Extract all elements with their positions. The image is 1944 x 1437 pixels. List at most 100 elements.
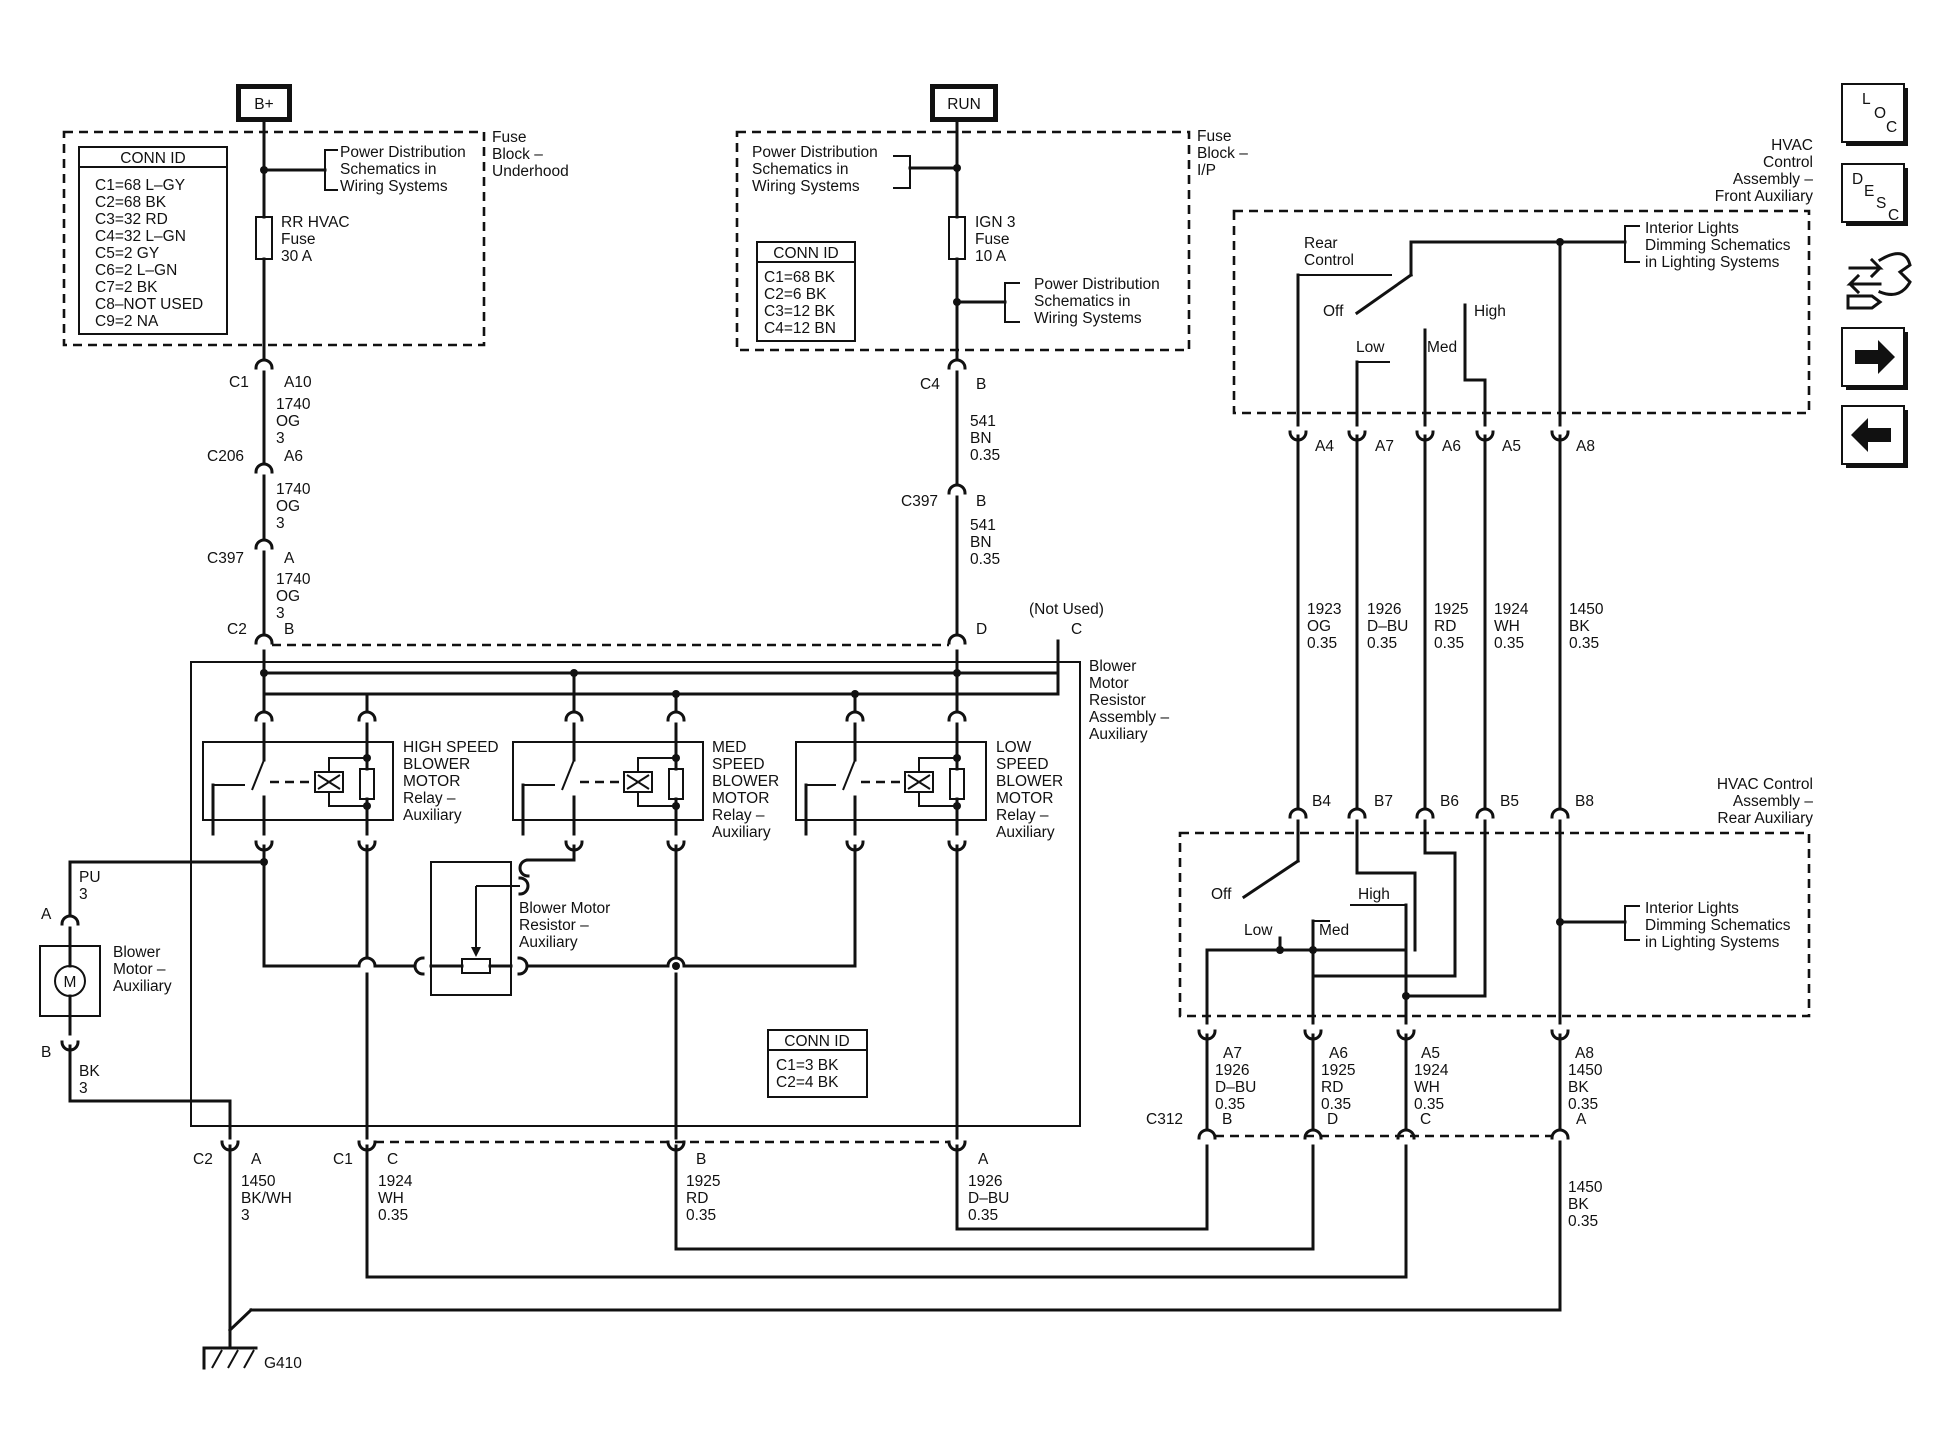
- svg-text:C1: C1: [333, 1151, 353, 1168]
- right-arrow-icon: [1855, 340, 1895, 374]
- svg-text:Control: Control: [1304, 252, 1354, 269]
- svg-text:C4=12 BN: C4=12 BN: [764, 320, 836, 337]
- svg-text:I/P: I/P: [1197, 162, 1216, 179]
- svg-text:High: High: [1474, 303, 1506, 320]
- svg-text:C1=3 BK: C1=3 BK: [776, 1057, 839, 1074]
- svg-text:BK: BK: [1568, 1196, 1589, 1213]
- svg-text:B: B: [41, 1044, 51, 1061]
- svg-text:Block –: Block –: [492, 146, 543, 163]
- svg-text:0.35: 0.35: [1307, 635, 1337, 652]
- svg-text:A: A: [41, 906, 52, 923]
- svg-text:D: D: [976, 621, 987, 638]
- svg-text:A: A: [251, 1151, 262, 1168]
- svg-text:BLOWER: BLOWER: [996, 773, 1063, 790]
- location-button[interactable]: L O C: [1841, 83, 1908, 146]
- svg-text:0.35: 0.35: [1494, 635, 1524, 652]
- svg-text:Assembly –: Assembly –: [1733, 793, 1813, 810]
- svg-text:C: C: [1888, 207, 1899, 224]
- svg-text:HVAC: HVAC: [1771, 137, 1813, 154]
- svg-text:D–BU: D–BU: [1367, 618, 1408, 635]
- svg-text:Underhood: Underhood: [492, 163, 569, 180]
- svg-text:C6=2 L–GN: C6=2 L–GN: [95, 262, 177, 279]
- svg-text:C7=2 BK: C7=2 BK: [95, 279, 158, 296]
- svg-text:D–BU: D–BU: [968, 1190, 1009, 1207]
- svg-text:3: 3: [241, 1207, 250, 1224]
- svg-text:0.35: 0.35: [1414, 1096, 1444, 1113]
- svg-text:1740: 1740: [276, 571, 311, 588]
- svg-text:A10: A10: [284, 374, 312, 391]
- svg-text:Control: Control: [1763, 154, 1813, 171]
- svg-text:Low: Low: [1244, 922, 1273, 939]
- svg-text:Blower: Blower: [1089, 658, 1136, 675]
- svg-text:A: A: [284, 550, 295, 567]
- svg-text:1740: 1740: [276, 396, 311, 413]
- svg-text:0.35: 0.35: [1568, 1213, 1598, 1230]
- run-power-label: RUN: [930, 84, 998, 122]
- svg-text:0.35: 0.35: [1434, 635, 1464, 652]
- svg-text:B: B: [1222, 1111, 1232, 1128]
- back-arrow-button[interactable]: [1841, 405, 1908, 468]
- svg-text:Wiring Systems: Wiring Systems: [752, 178, 860, 195]
- svg-text:Med: Med: [1319, 922, 1349, 939]
- svg-text:Auxiliary: Auxiliary: [712, 824, 771, 841]
- svg-text:C5=2 GY: C5=2 GY: [95, 245, 159, 262]
- svg-text:Motor: Motor: [1089, 675, 1129, 692]
- description-button[interactable]: D E S C: [1841, 163, 1908, 226]
- svg-text:Schematics in: Schematics in: [1034, 293, 1130, 310]
- svg-text:0.35: 0.35: [378, 1207, 408, 1224]
- svg-text:PU: PU: [79, 869, 101, 886]
- svg-text:1926: 1926: [1215, 1062, 1249, 1079]
- svg-text:Resistor: Resistor: [1089, 692, 1146, 709]
- svg-text:Off: Off: [1211, 886, 1232, 903]
- svg-text:30 A: 30 A: [281, 248, 313, 265]
- svg-text:CONN ID: CONN ID: [773, 245, 838, 262]
- forward-arrow-button[interactable]: [1841, 327, 1908, 390]
- svg-text:Schematics in: Schematics in: [340, 161, 436, 178]
- bottom-connectors: C2 A 1450 BK/WH 3 C1 C 1924 WH 0.35 B 19…: [193, 1140, 1562, 1372]
- underhood-fuse-block: CONN ID C1=68 L–GY C2=68 BK C3=32 RD C4=…: [62, 129, 569, 347]
- svg-text:HVAC Control: HVAC Control: [1717, 776, 1813, 793]
- svg-text:D: D: [1327, 1111, 1338, 1128]
- svg-text:C397: C397: [207, 550, 244, 567]
- svg-text:1924: 1924: [1494, 601, 1529, 618]
- ip-fuse-block: Fuse Block – I/P Power Distribution Sche…: [735, 128, 1248, 352]
- svg-text:Schematics in: Schematics in: [752, 161, 848, 178]
- svg-text:S: S: [1876, 195, 1886, 212]
- wrench-diagnostic-icon[interactable]: [1846, 252, 1912, 310]
- svg-text:C2=68 BK: C2=68 BK: [95, 194, 167, 211]
- svg-text:A7: A7: [1375, 438, 1394, 455]
- svg-text:A8: A8: [1576, 438, 1595, 455]
- svg-text:Block –: Block –: [1197, 145, 1248, 162]
- svg-text:Relay –: Relay –: [996, 807, 1049, 824]
- svg-text:C: C: [1071, 621, 1082, 638]
- svg-text:A6: A6: [284, 448, 303, 465]
- svg-text:541: 541: [970, 413, 996, 430]
- svg-text:Power Distribution: Power Distribution: [1034, 276, 1160, 293]
- svg-text:C9=2 NA: C9=2 NA: [95, 313, 159, 330]
- svg-text:BK/WH: BK/WH: [241, 1190, 292, 1207]
- svg-text:Low: Low: [1356, 339, 1385, 356]
- svg-text:D: D: [1852, 171, 1863, 188]
- svg-text:0.35: 0.35: [1367, 635, 1397, 652]
- svg-text:C4: C4: [920, 376, 940, 393]
- svg-text:MOTOR: MOTOR: [403, 773, 460, 790]
- c312-connector: A7 A6 A5 A8 1926 D–BU 0.35 1925 RD 0.35 …: [1146, 1029, 1603, 1312]
- blower-motor: M PU 3 A Blower Motor – Auxiliary B BK 3: [39, 860, 266, 1140]
- svg-text:C2=6 BK: C2=6 BK: [764, 286, 827, 303]
- svg-text:BLOWER: BLOWER: [712, 773, 779, 790]
- svg-text:Assembly –: Assembly –: [1089, 709, 1169, 726]
- svg-text:WH: WH: [1414, 1079, 1440, 1096]
- svg-text:C397: C397: [901, 493, 938, 510]
- svg-text:C1=68 BK: C1=68 BK: [764, 269, 836, 286]
- svg-text:0.35: 0.35: [970, 551, 1000, 568]
- svg-text:MED: MED: [712, 739, 746, 756]
- svg-text:C: C: [387, 1151, 398, 1168]
- svg-text:IGN 3: IGN 3: [975, 214, 1015, 231]
- svg-text:LOW: LOW: [996, 739, 1032, 756]
- low-speed-relay: LOW SPEED BLOWER MOTOR Relay – Auxiliary: [795, 722, 1063, 841]
- bplus-feed-wire: C1 A10 1740 OG 3 C206 A6 1740 OG 3 C397 …: [207, 120, 312, 645]
- svg-text:B: B: [696, 1151, 706, 1168]
- svg-text:D–BU: D–BU: [1215, 1079, 1256, 1096]
- run-feed-wire: C4 B 541 BN 0.35 C397 B 541 BN 0.35 D (N…: [901, 120, 1104, 696]
- bplus-power-label: B+: [236, 84, 292, 122]
